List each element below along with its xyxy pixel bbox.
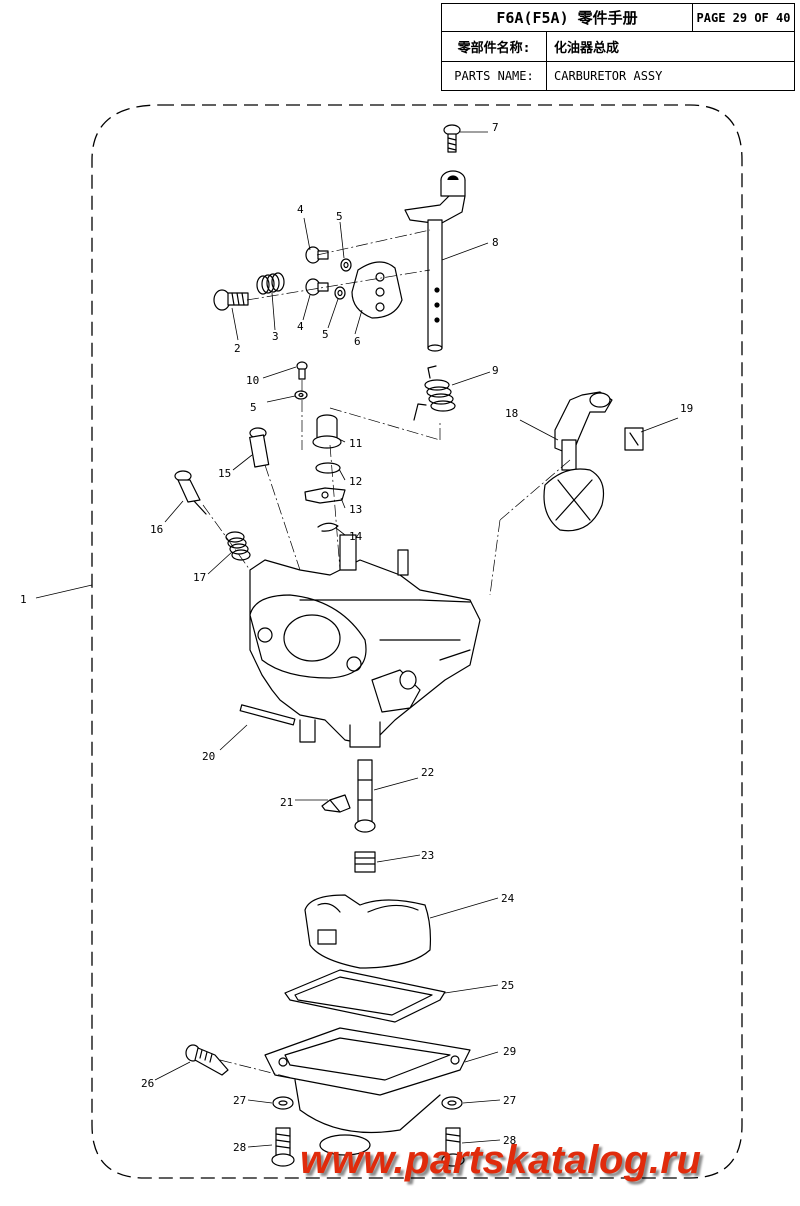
part-15-adjuster [249, 427, 270, 468]
part-10-screw [296, 361, 308, 380]
parts-name-label-cn: 零部件名称: [457, 41, 531, 56]
callout-10: 10 [246, 374, 259, 387]
part-4-screws [305, 246, 329, 296]
callout-4: 4 [297, 320, 304, 333]
part-28-screws [271, 1127, 465, 1167]
callout-17: 17 [193, 571, 206, 584]
assembly-boundary [91, 104, 743, 1179]
part-6-throttle-plate [351, 261, 403, 319]
part-16-pilot-screw [174, 470, 207, 515]
part-13-plate [304, 487, 346, 504]
callout-4: 4 [297, 203, 304, 216]
callout-27: 27 [233, 1094, 246, 1107]
callout-28: 28 [503, 1134, 516, 1147]
callout-3: 3 [272, 330, 279, 343]
part-2-screw [213, 289, 249, 311]
callout-8: 8 [492, 236, 499, 249]
part-19-detent [624, 427, 644, 451]
leader-lines [35, 131, 679, 1148]
part-24-float [304, 894, 432, 969]
callout-23: 23 [421, 849, 434, 862]
callout-22: 22 [421, 766, 434, 779]
part-12-washer [315, 462, 341, 474]
watermark-text: www.partskatalog.ru [300, 1138, 702, 1182]
callout-labels: 1 2 3 4 4 5 5 5 6 7 8 9 10 11 12 13 14 1… [20, 121, 693, 1154]
callout-2: 2 [234, 342, 241, 355]
callout-21: 21 [280, 796, 293, 809]
callout-16: 16 [150, 523, 163, 536]
callout-24: 24 [501, 892, 515, 905]
callout-28: 28 [233, 1141, 246, 1154]
callout-29: 29 [503, 1045, 516, 1058]
callout-12: 12 [349, 475, 362, 488]
part-29-float-bowl [264, 1027, 471, 1156]
callout-13: 13 [349, 503, 362, 516]
callout-5: 5 [322, 328, 329, 341]
callout-6: 6 [354, 335, 361, 348]
part-21-float-needle [321, 794, 351, 813]
part-8-throttle-shaft [404, 170, 466, 352]
part-17-spring [225, 531, 251, 561]
part-25-gasket [284, 969, 446, 1023]
callout-15: 15 [218, 467, 231, 480]
callout-19: 19 [680, 402, 693, 415]
title-block: F6A(F5A) 零件手册 PAGE 29 OF 40 零部件名称: 化油器总成… [441, 3, 795, 91]
parts-name-label-en: PARTS NAME: [454, 69, 534, 83]
callout-9: 9 [492, 364, 499, 377]
part-1-carburetor-body [249, 534, 481, 748]
callout-7: 7 [492, 121, 499, 134]
part-5-washers [294, 258, 352, 400]
callout-20: 20 [202, 750, 215, 763]
parts-name-value-cn: 化油器总成 [554, 41, 620, 56]
part-22-jet-holder [354, 759, 376, 833]
assembly-guide-lines [202, 229, 571, 1081]
callout-11: 11 [349, 437, 362, 450]
part-26-drain-screw [185, 1044, 229, 1076]
model-title: F6A(F5A) 零件手册 [496, 9, 638, 27]
part-11-sleeve [312, 414, 342, 449]
part-23-main-jet [354, 851, 376, 873]
callout-14: 14 [349, 530, 363, 543]
part-9-return-spring [413, 365, 456, 421]
part-3-spring [256, 272, 285, 295]
callout-18: 18 [505, 407, 518, 420]
callout-1: 1 [20, 593, 27, 606]
callout-26: 26 [141, 1077, 154, 1090]
page-indicator: PAGE 29 OF 40 [696, 10, 791, 25]
part-18-choke-assembly [543, 391, 613, 532]
callout-25: 25 [501, 979, 514, 992]
part-14-clip [317, 522, 339, 532]
parts-name-value-en: CARBURETOR ASSY [554, 69, 663, 83]
callout-5: 5 [250, 401, 257, 414]
part-20-pin [239, 704, 296, 726]
part-27-washers [272, 1096, 463, 1110]
part-7-screw [443, 124, 461, 153]
callout-5: 5 [336, 210, 343, 223]
callout-27: 27 [503, 1094, 516, 1107]
